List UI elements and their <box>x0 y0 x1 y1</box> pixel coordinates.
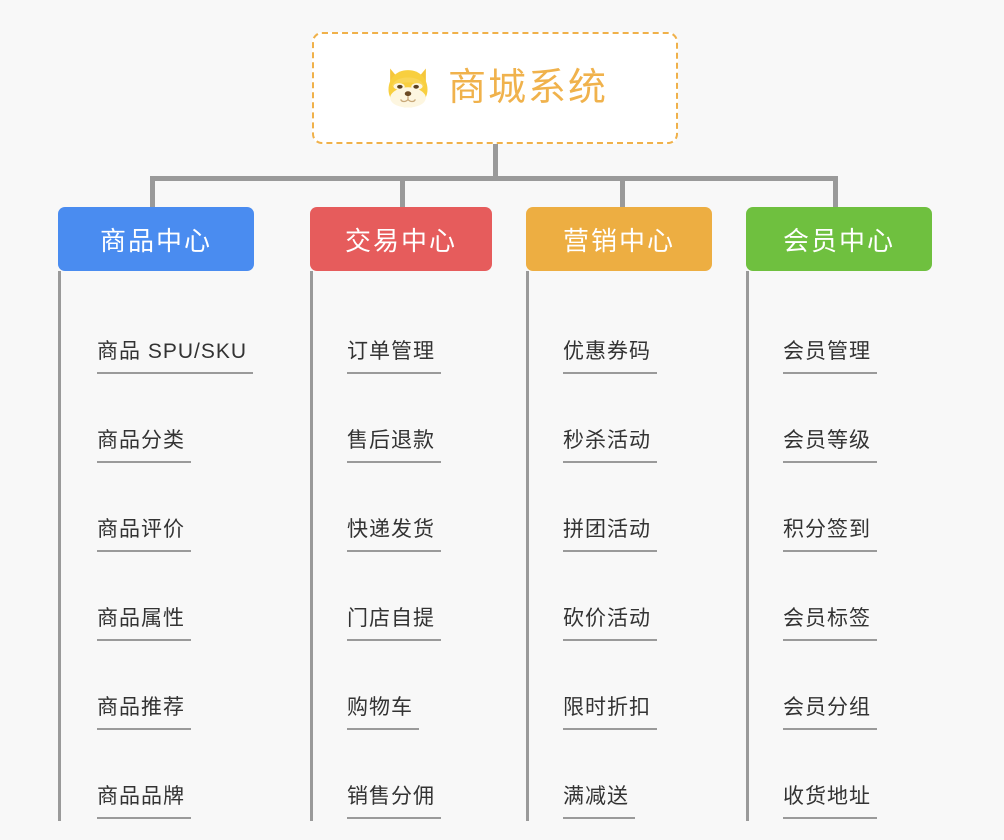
child-label: 门店自提 <box>347 606 441 641</box>
list-item[interactable]: 商品推荐 <box>61 643 254 732</box>
branch-header-trade-center[interactable]: 交易中心 <box>310 207 492 271</box>
child-label: 商品推荐 <box>97 695 191 730</box>
child-label: 商品属性 <box>97 606 191 641</box>
child-label: 砍价活动 <box>563 606 657 641</box>
shiba-dog-icon <box>388 68 428 108</box>
branch-trade-center: 交易中心 订单管理 售后退款 快递发货 门店自提 购物车 销售分佣 <box>310 207 492 821</box>
connector-drop-3 <box>620 176 625 207</box>
branch-header-product-center[interactable]: 商品中心 <box>58 207 254 271</box>
list-item[interactable]: 订单管理 <box>313 287 492 376</box>
child-label: 秒杀活动 <box>563 428 657 463</box>
child-label: 限时折扣 <box>563 695 657 730</box>
child-label: 积分签到 <box>783 517 877 552</box>
branch-label: 商品中心 <box>99 225 212 256</box>
list-item[interactable]: 商品属性 <box>61 554 254 643</box>
child-label: 满减送 <box>563 784 635 819</box>
list-item[interactable]: 积分签到 <box>749 465 932 554</box>
child-label: 商品品牌 <box>97 784 191 819</box>
child-label: 销售分佣 <box>347 784 441 819</box>
list-item[interactable]: 门店自提 <box>313 554 492 643</box>
list-item[interactable]: 商品 SPU/SKU <box>61 287 254 376</box>
list-item[interactable]: 砍价活动 <box>529 554 712 643</box>
connector-bus <box>150 176 838 181</box>
child-label: 商品评价 <box>97 517 191 552</box>
child-label: 商品 SPU/SKU <box>97 339 254 374</box>
list-item[interactable]: 快递发货 <box>313 465 492 554</box>
list-item[interactable]: 商品评价 <box>61 465 254 554</box>
connector-drop-4 <box>833 176 838 207</box>
child-label: 会员标签 <box>783 606 877 641</box>
child-label: 购物车 <box>347 695 419 730</box>
list-item[interactable]: 拼团活动 <box>529 465 712 554</box>
list-item[interactable]: 收货地址 <box>749 732 932 821</box>
connector-drop-1 <box>150 176 155 207</box>
connector-drop-2 <box>400 176 405 207</box>
branch-header-member-center[interactable]: 会员中心 <box>746 207 932 271</box>
child-label: 收货地址 <box>783 784 877 819</box>
list-item[interactable]: 会员分组 <box>749 643 932 732</box>
branch-label: 会员中心 <box>782 225 895 256</box>
branch-header-marketing-center[interactable]: 营销中心 <box>526 207 712 271</box>
branch-marketing-center: 营销中心 优惠券码 秒杀活动 拼团活动 砍价活动 限时折扣 满减送 <box>526 207 712 821</box>
list-item[interactable]: 限时折扣 <box>529 643 712 732</box>
connector-trunk <box>493 144 498 180</box>
list-item[interactable]: 商品分类 <box>61 376 254 465</box>
child-label: 订单管理 <box>347 339 441 374</box>
list-item[interactable]: 会员等级 <box>749 376 932 465</box>
list-item[interactable]: 商品品牌 <box>61 732 254 821</box>
list-item[interactable]: 秒杀活动 <box>529 376 712 465</box>
child-label: 会员等级 <box>783 428 877 463</box>
list-item[interactable]: 会员管理 <box>749 287 932 376</box>
branch-children-marketing-center: 优惠券码 秒杀活动 拼团活动 砍价活动 限时折扣 满减送 <box>526 271 712 821</box>
branch-children-trade-center: 订单管理 售后退款 快递发货 门店自提 购物车 销售分佣 <box>310 271 492 821</box>
branch-children-product-center: 商品 SPU/SKU 商品分类 商品评价 商品属性 商品推荐 商品品牌 <box>58 271 254 821</box>
branch-children-member-center: 会员管理 会员等级 积分签到 会员标签 会员分组 收货地址 <box>746 271 932 821</box>
branch-label: 交易中心 <box>344 225 457 256</box>
list-item[interactable]: 购物车 <box>313 643 492 732</box>
list-item[interactable]: 优惠券码 <box>529 287 712 376</box>
branch-label: 营销中心 <box>562 225 675 256</box>
child-label: 优惠券码 <box>563 339 657 374</box>
list-item[interactable]: 销售分佣 <box>313 732 492 821</box>
list-item[interactable]: 会员标签 <box>749 554 932 643</box>
child-label: 快递发货 <box>347 517 441 552</box>
root-node[interactable]: 商城系统 <box>312 32 678 144</box>
root-title: 商城系统 <box>447 67 608 109</box>
branch-product-center: 商品中心 商品 SPU/SKU 商品分类 商品评价 商品属性 商品推荐 商品品牌 <box>58 207 254 821</box>
child-label: 会员管理 <box>783 339 877 374</box>
branch-member-center: 会员中心 会员管理 会员等级 积分签到 会员标签 会员分组 收货地址 <box>746 207 932 821</box>
child-label: 拼团活动 <box>563 517 657 552</box>
list-item[interactable]: 满减送 <box>529 732 712 821</box>
list-item[interactable]: 售后退款 <box>313 376 492 465</box>
child-label: 会员分组 <box>783 695 877 730</box>
child-label: 售后退款 <box>347 428 441 463</box>
child-label: 商品分类 <box>97 428 191 463</box>
